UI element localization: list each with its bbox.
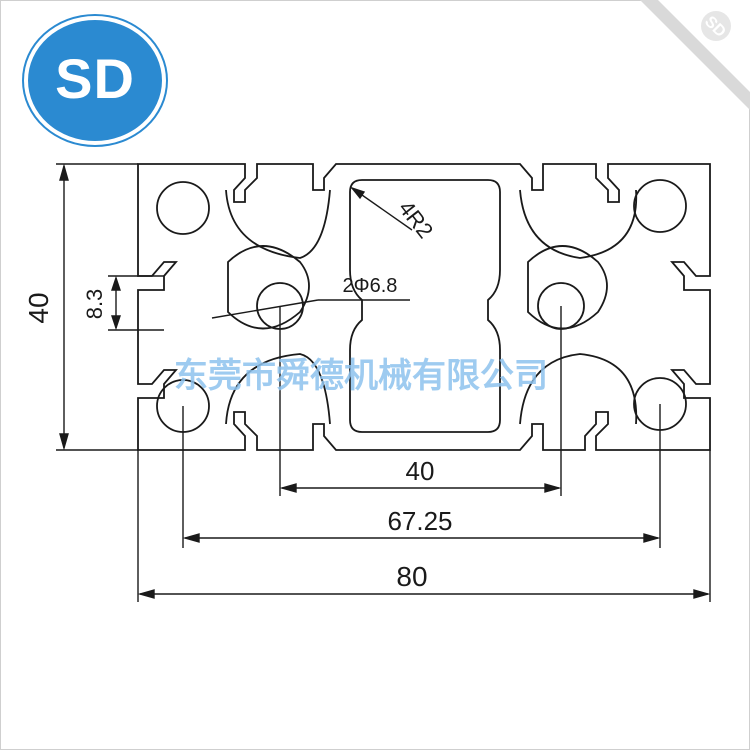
width-dimension: 80 (396, 561, 427, 592)
hole-spacing-dimension: 67.25 (387, 506, 452, 536)
height-dimension: 40 (23, 292, 54, 323)
hole-dimension: 2Φ6.8 (343, 275, 398, 297)
corner-hole-top-right (633, 179, 687, 233)
corner-ribbon: SD (640, 0, 750, 110)
corner-badge-icon: SD (701, 10, 731, 41)
company-watermark: 东莞市舜德机械有限公司 (174, 356, 548, 396)
profile-outline (137, 163, 711, 451)
corner-hole-top-left (156, 181, 210, 235)
brand-logo: SD (24, 16, 166, 145)
brand-logo-text: SD (55, 47, 135, 110)
inner-spacing-dimension: 40 (406, 456, 435, 486)
slot-opening-dimension: 8.3 (82, 289, 107, 320)
dimension-lines (56, 163, 711, 602)
fillet-dimension: 4R2 (394, 196, 439, 243)
